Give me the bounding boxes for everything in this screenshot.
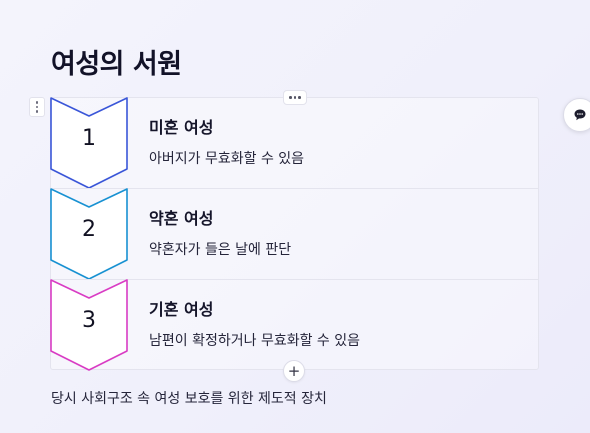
more-options-icon[interactable] <box>283 90 307 105</box>
step-description: 남편이 확정하거나 무효화할 수 있음 <box>149 333 360 349</box>
step-title: 약혼 여성 <box>149 209 214 228</box>
chevron-shape <box>50 279 128 371</box>
step-title: 기혼 여성 <box>149 300 214 319</box>
comment-icon <box>574 109 586 121</box>
step-number: 3 <box>82 308 96 333</box>
step-description: 약혼자가 들은 날에 판단 <box>149 242 292 258</box>
drag-handle-icon[interactable] <box>29 97 45 117</box>
chevron-shape <box>50 188 128 280</box>
list-item[interactable]: 1 미혼 여성 아버지가 무효화할 수 있음 <box>50 97 538 189</box>
chevron-outline <box>50 188 128 280</box>
steps-list: 1 미혼 여성 아버지가 무효화할 수 있음 2 약혼 여성 약혼자가 들은 날… <box>50 97 539 371</box>
page-title: 여성의 서원 <box>51 49 182 80</box>
row-divider <box>51 279 538 280</box>
chevron-shape <box>50 97 128 189</box>
list-item[interactable]: 2 약혼 여성 약혼자가 들은 날에 판단 <box>50 188 538 280</box>
row-divider <box>51 188 538 189</box>
add-block-button[interactable]: + <box>283 360 305 382</box>
chevron-outline <box>50 97 128 189</box>
footnote-text: 당시 사회구조 속 여성 보호를 위한 제도적 장치 <box>51 391 327 407</box>
chevron-outline <box>50 279 128 371</box>
comment-button[interactable] <box>563 98 590 132</box>
step-number: 2 <box>82 217 96 242</box>
step-number: 1 <box>82 126 96 151</box>
step-title: 미혼 여성 <box>149 118 214 137</box>
list-item[interactable]: 3 기혼 여성 남편이 확정하거나 무효화할 수 있음 <box>50 279 538 371</box>
step-description: 아버지가 무효화할 수 있음 <box>149 151 305 167</box>
